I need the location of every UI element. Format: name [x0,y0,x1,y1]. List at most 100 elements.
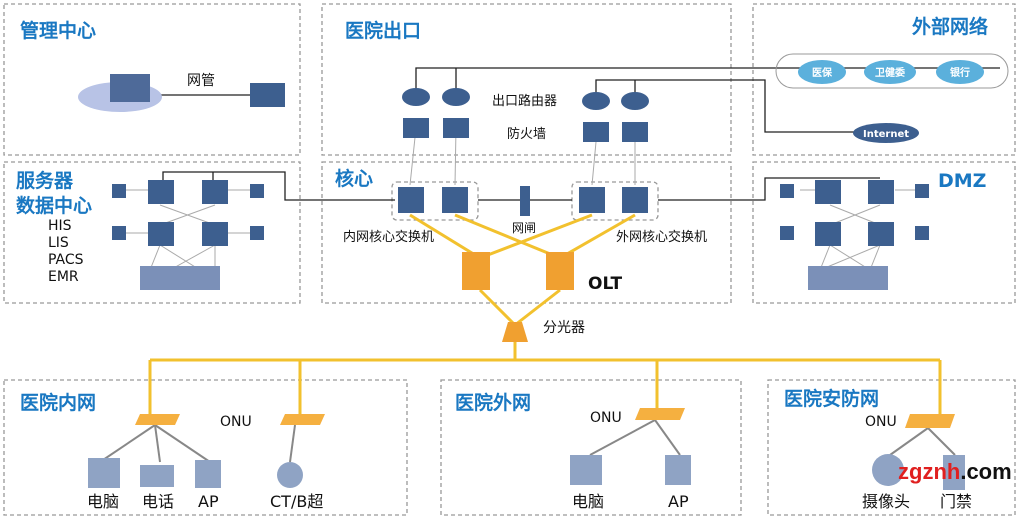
camera-icon [872,454,904,486]
dc-core-switch-icon [202,180,228,204]
device-label: 门禁 [940,492,973,511]
fiber-links [148,213,942,414]
nms-label: 网管 [187,73,215,89]
pc-icon [88,458,120,488]
section-title: 管理中心 [20,20,97,42]
olt-label: OLT [588,274,623,294]
router-icon [582,92,610,110]
onus [135,408,955,428]
section-title: 医院外网 [455,392,532,414]
device-label: 摄像头 [862,492,911,511]
olt-icon [462,252,490,290]
section-title: 外部网络 [912,16,989,38]
phone-icon [140,465,174,487]
dmz-firewall-icon [780,184,794,198]
outer-core-group [571,181,659,221]
box-dmz [752,161,1016,304]
internet-label: Internet [863,129,909,140]
gap-label: 网闸 [512,221,537,235]
dmz-servers-icon [808,266,888,290]
section-title: 服务器 [16,170,74,192]
cloud-icon [864,60,916,84]
onu-icon [905,414,955,428]
router-label: 出口路由器 [492,94,558,109]
inner-core-group [391,181,479,221]
watermark-right: .com [960,459,1012,484]
dc-device-icon [250,226,264,240]
cloud-label: 银行 [950,66,970,79]
access-control-icon [943,455,965,490]
system-label: HIS [48,218,72,234]
dc-core-switch-icon [148,180,174,204]
cloud-icon [936,60,984,84]
section-boxes [3,3,1016,516]
system-label: LIS [48,235,69,251]
dc-servers-icon [140,266,220,290]
section-title: 医院内网 [20,392,97,414]
onu-icon [280,414,325,425]
device-label: AP [668,492,689,511]
watermark: zgznh.com [898,460,1012,484]
core-switch-icon [622,187,648,213]
ap-icon [195,460,221,488]
box-intranet [3,379,408,516]
core-switch-icon [442,187,468,213]
firewall-label: 防火墙 [507,127,547,142]
firewall-icon [583,122,609,142]
device-label: 电脑 [572,492,605,511]
ap-icon [665,455,691,485]
cloud-icon [798,60,846,84]
dc-firewall-icon [250,184,264,198]
device-label: 电话 [142,492,175,511]
dmz-core-switch-icon [868,180,894,204]
section-title: 医院出口 [345,20,422,42]
onu-icon [635,408,685,420]
firewall-icon [403,118,429,138]
dc-firewall-icon [112,184,126,198]
exit-devices [112,88,929,290]
section-title: 医院安防网 [784,388,880,410]
firewall-icon [443,118,469,138]
device-label: AP [198,492,219,511]
system-label: EMR [48,269,79,285]
section-title: DMZ [938,170,987,192]
dmz-firewall-icon [915,184,929,198]
router-icon [621,92,649,110]
dmz-device-icon [915,226,929,240]
onu-links [99,419,956,463]
switch-icon [250,83,285,107]
box-core [321,161,732,304]
onu-label: ONU [590,410,622,426]
core-switch-icon [579,187,605,213]
dmz-core-switch-icon [815,180,841,204]
end-devices [88,454,965,490]
dc-switch-icon [148,222,174,246]
internet-cloud-icon [853,123,919,143]
core-switch-icon [398,187,424,213]
dmz-switch-icon [868,222,894,246]
box-datacenter [3,161,301,304]
inner-core-label: 内网核心交换机 [343,230,435,245]
gap-icon [520,186,530,216]
cloud-label: 卫健委 [875,66,906,79]
dmz-switch-icon [815,222,841,246]
onu-icon [135,414,180,425]
server-icon [110,74,150,102]
device-label: 电脑 [87,492,120,511]
device-label: CT/B超 [270,492,324,511]
black-links [150,67,1000,201]
ct-icon [277,462,303,488]
onu-label: ONU [865,414,897,430]
section-title: 核心 [335,168,374,190]
box-security [767,379,1016,516]
router-icon [402,88,430,106]
olt-icon [546,252,574,290]
box-extranet [440,379,742,516]
box-management [3,3,301,156]
firewall-icon [622,122,648,142]
dc-device-icon [112,226,126,240]
cloud-label: 医保 [812,66,833,79]
onu-label: ONU [220,414,252,430]
dmz-device-icon [780,226,794,240]
